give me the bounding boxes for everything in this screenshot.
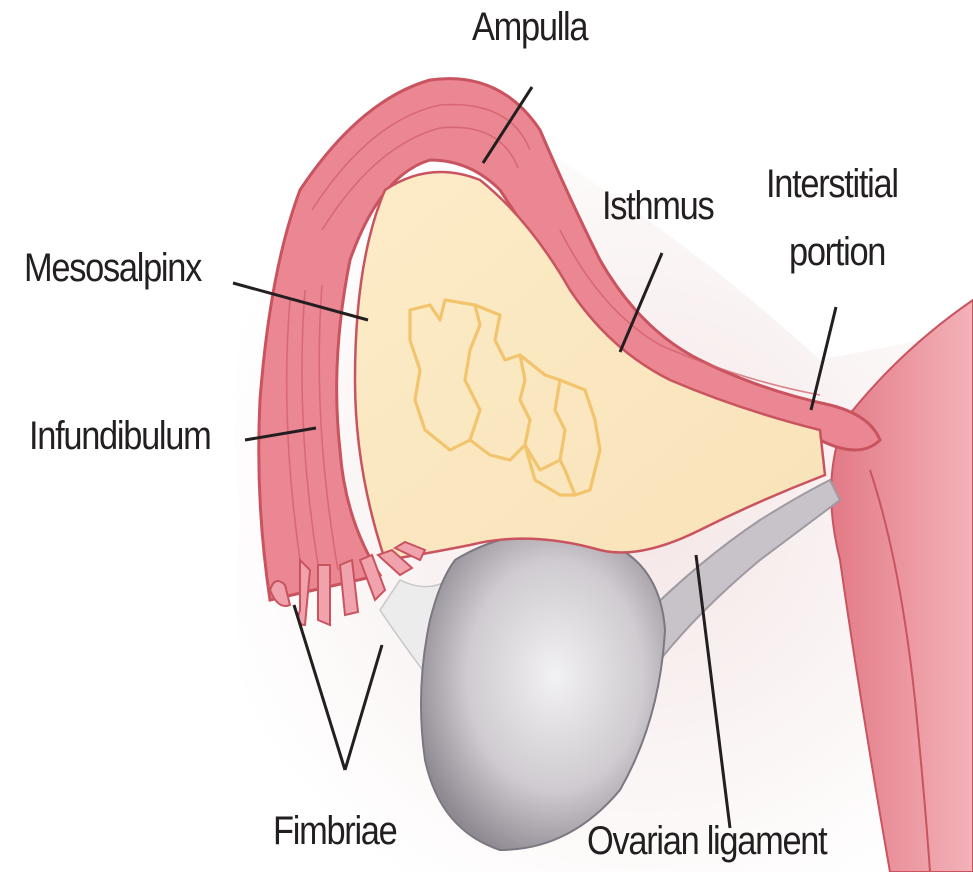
label-mesosalpinx: Mesosalpinx [24, 247, 201, 289]
label-fimbriae: Fimbriae [273, 810, 396, 852]
label-isthmus: Isthmus [602, 185, 713, 227]
label-infundibulum: Infundibulum [29, 415, 211, 457]
label-ampulla: Ampulla [472, 6, 587, 48]
label-portion: portion [789, 231, 885, 273]
label-ovarian-ligament: Ovarian ligament [587, 820, 826, 862]
label-interstitial: Interstitial [766, 163, 898, 205]
